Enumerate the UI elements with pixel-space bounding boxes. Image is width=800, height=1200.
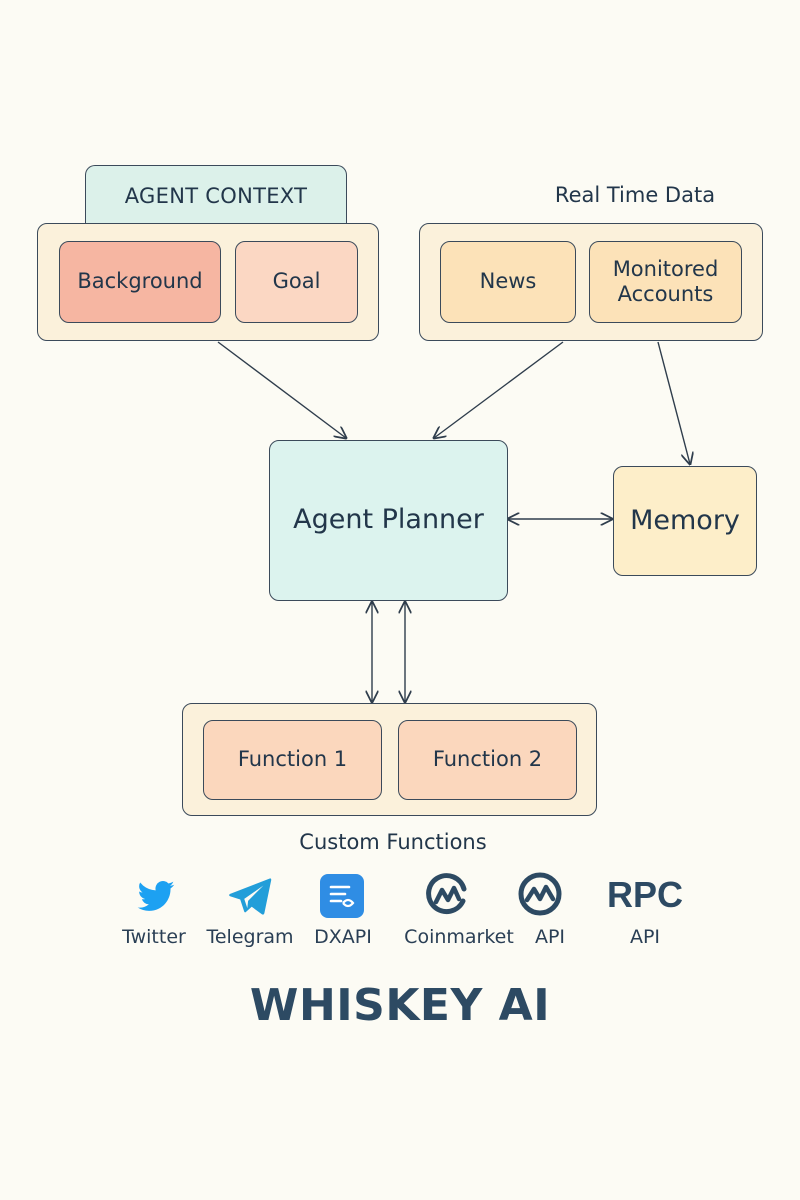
dxapi-label: DXAPI — [314, 926, 372, 948]
memory-box: Memory — [613, 466, 757, 576]
rpc-icon: RPC — [606, 874, 683, 915]
coinmarket-label: Coinmarket — [404, 926, 514, 948]
function-2-box: Function 2 — [398, 720, 577, 800]
background-box: Background — [59, 241, 221, 323]
function-1-box: Function 1 — [203, 720, 382, 800]
monitored-accounts-box: Monitored Accounts — [589, 241, 742, 323]
dxapi-icon — [318, 872, 366, 920]
api-label: API — [534, 926, 566, 948]
news-box: News — [440, 241, 576, 323]
api-icon — [514, 868, 566, 920]
agent-planner-box: Agent Planner — [269, 440, 508, 601]
telegram-icon — [225, 872, 275, 922]
custom-functions-title: Custom Functions — [299, 830, 487, 854]
brand-title: WHISKEY AI — [249, 980, 551, 1031]
twitter-label: Twitter — [122, 926, 186, 948]
arrow-news-to-planner — [434, 341, 564, 438]
twitter-icon — [133, 874, 179, 920]
real-time-data-title: Real Time Data — [554, 183, 716, 207]
arrow-accounts-to-memory — [657, 341, 690, 464]
coinmarket-icon — [422, 870, 472, 920]
agent-context-title: AGENT CONTEXT — [85, 165, 347, 225]
rpc-api-label: API — [629, 926, 661, 948]
arrow-context-to-planner — [217, 341, 346, 438]
goal-box: Goal — [235, 241, 358, 323]
telegram-label: Telegram — [206, 926, 294, 948]
